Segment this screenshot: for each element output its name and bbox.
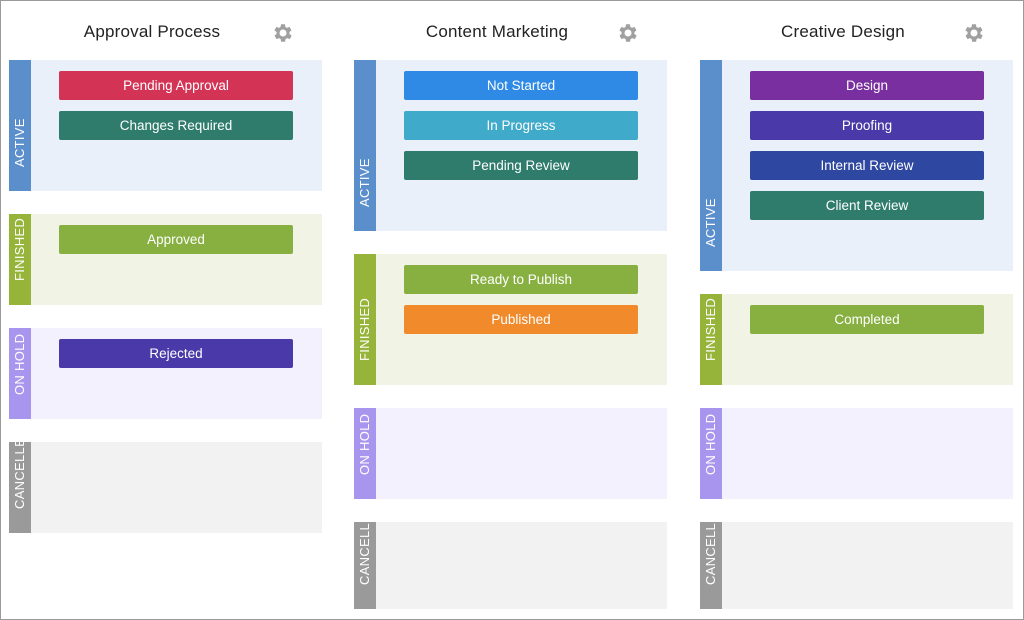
section-label-on-hold: ON HOLD <box>9 328 31 419</box>
status-card-pending-review[interactable]: Pending Review <box>404 151 638 180</box>
status-card-changes-required[interactable]: Changes Required <box>59 111 293 140</box>
section-drop-area[interactable] <box>376 522 667 609</box>
status-card-design[interactable]: Design <box>750 71 984 100</box>
section-label-on-hold: ON HOLD <box>354 408 376 499</box>
column-title: Content Marketing <box>425 22 569 41</box>
gear-icon[interactable] <box>616 21 640 45</box>
section-label-active: ACTIVE <box>9 60 31 191</box>
status-card-completed[interactable]: Completed <box>750 305 984 334</box>
column-title: Approval Process <box>83 22 221 41</box>
section-on-hold: ON HOLD Rejected <box>9 328 322 419</box>
status-card-client-review[interactable]: Client Review <box>750 191 984 220</box>
section-label-active: ACTIVE <box>354 60 376 231</box>
section-label-cancelled: CANCELLED <box>700 522 722 609</box>
section-label-finished: FINISHED <box>700 294 722 385</box>
section-drop-area[interactable]: Completed <box>722 294 1013 385</box>
section-cancelled: CANCELLED <box>354 522 667 609</box>
section-active: ACTIVE Not Started In Progress Pending R… <box>354 60 667 231</box>
status-card-rejected[interactable]: Rejected <box>59 339 293 368</box>
section-drop-area[interactable]: Not Started In Progress Pending Review <box>376 60 667 231</box>
column-header: Creative Design <box>700 17 1013 49</box>
section-label-finished: FINISHED <box>9 214 31 305</box>
status-card-approved[interactable]: Approved <box>59 225 293 254</box>
section-drop-area[interactable]: Rejected <box>31 328 322 419</box>
section-drop-area[interactable] <box>31 442 322 533</box>
column-title: Creative Design <box>781 22 905 41</box>
section-cancelled: CANCELLED <box>700 522 1013 609</box>
status-card-internal-review[interactable]: Internal Review <box>750 151 984 180</box>
section-drop-area[interactable] <box>722 522 1013 609</box>
section-drop-area[interactable]: Design Proofing Internal Review Client R… <box>722 60 1013 271</box>
section-active: ACTIVE Design Proofing Internal Review C… <box>700 60 1013 271</box>
section-label-active: ACTIVE <box>700 60 722 271</box>
status-card-ready-to-publish[interactable]: Ready to Publish <box>404 265 638 294</box>
section-on-hold: ON HOLD <box>700 408 1013 499</box>
section-finished: FINISHED Approved <box>9 214 322 305</box>
section-cancelled: CANCELLED <box>9 442 322 533</box>
status-card-published[interactable]: Published <box>404 305 638 334</box>
section-label-cancelled: CANCELLED <box>354 522 376 609</box>
section-label-cancelled: CANCELLED <box>9 442 31 533</box>
workflow-column-creative-design: Creative Design ACTIVE Design Proofing I… <box>700 1 1013 620</box>
section-drop-area[interactable] <box>722 408 1013 499</box>
section-finished: FINISHED Ready to Publish Published <box>354 254 667 385</box>
section-label-on-hold: ON HOLD <box>700 408 722 499</box>
gear-icon[interactable] <box>962 21 986 45</box>
section-drop-area[interactable]: Ready to Publish Published <box>376 254 667 385</box>
section-drop-area[interactable]: Approved <box>31 214 322 305</box>
status-card-not-started[interactable]: Not Started <box>404 71 638 100</box>
section-active: ACTIVE Pending Approval Changes Required <box>9 60 322 191</box>
section-label-finished: FINISHED <box>354 254 376 385</box>
column-header: Approval Process <box>9 17 322 49</box>
status-card-in-progress[interactable]: In Progress <box>404 111 638 140</box>
section-finished: FINISHED Completed <box>700 294 1013 385</box>
gear-icon[interactable] <box>271 21 295 45</box>
section-drop-area[interactable]: Pending Approval Changes Required <box>31 60 322 191</box>
workflow-column-content-marketing: Content Marketing ACTIVE Not Started In … <box>354 1 667 620</box>
section-on-hold: ON HOLD <box>354 408 667 499</box>
status-card-pending-approval[interactable]: Pending Approval <box>59 71 293 100</box>
column-header: Content Marketing <box>354 17 667 49</box>
workflow-column-approval-process: Approval Process ACTIVE Pending Approval… <box>9 1 322 620</box>
status-card-proofing[interactable]: Proofing <box>750 111 984 140</box>
section-drop-area[interactable] <box>376 408 667 499</box>
